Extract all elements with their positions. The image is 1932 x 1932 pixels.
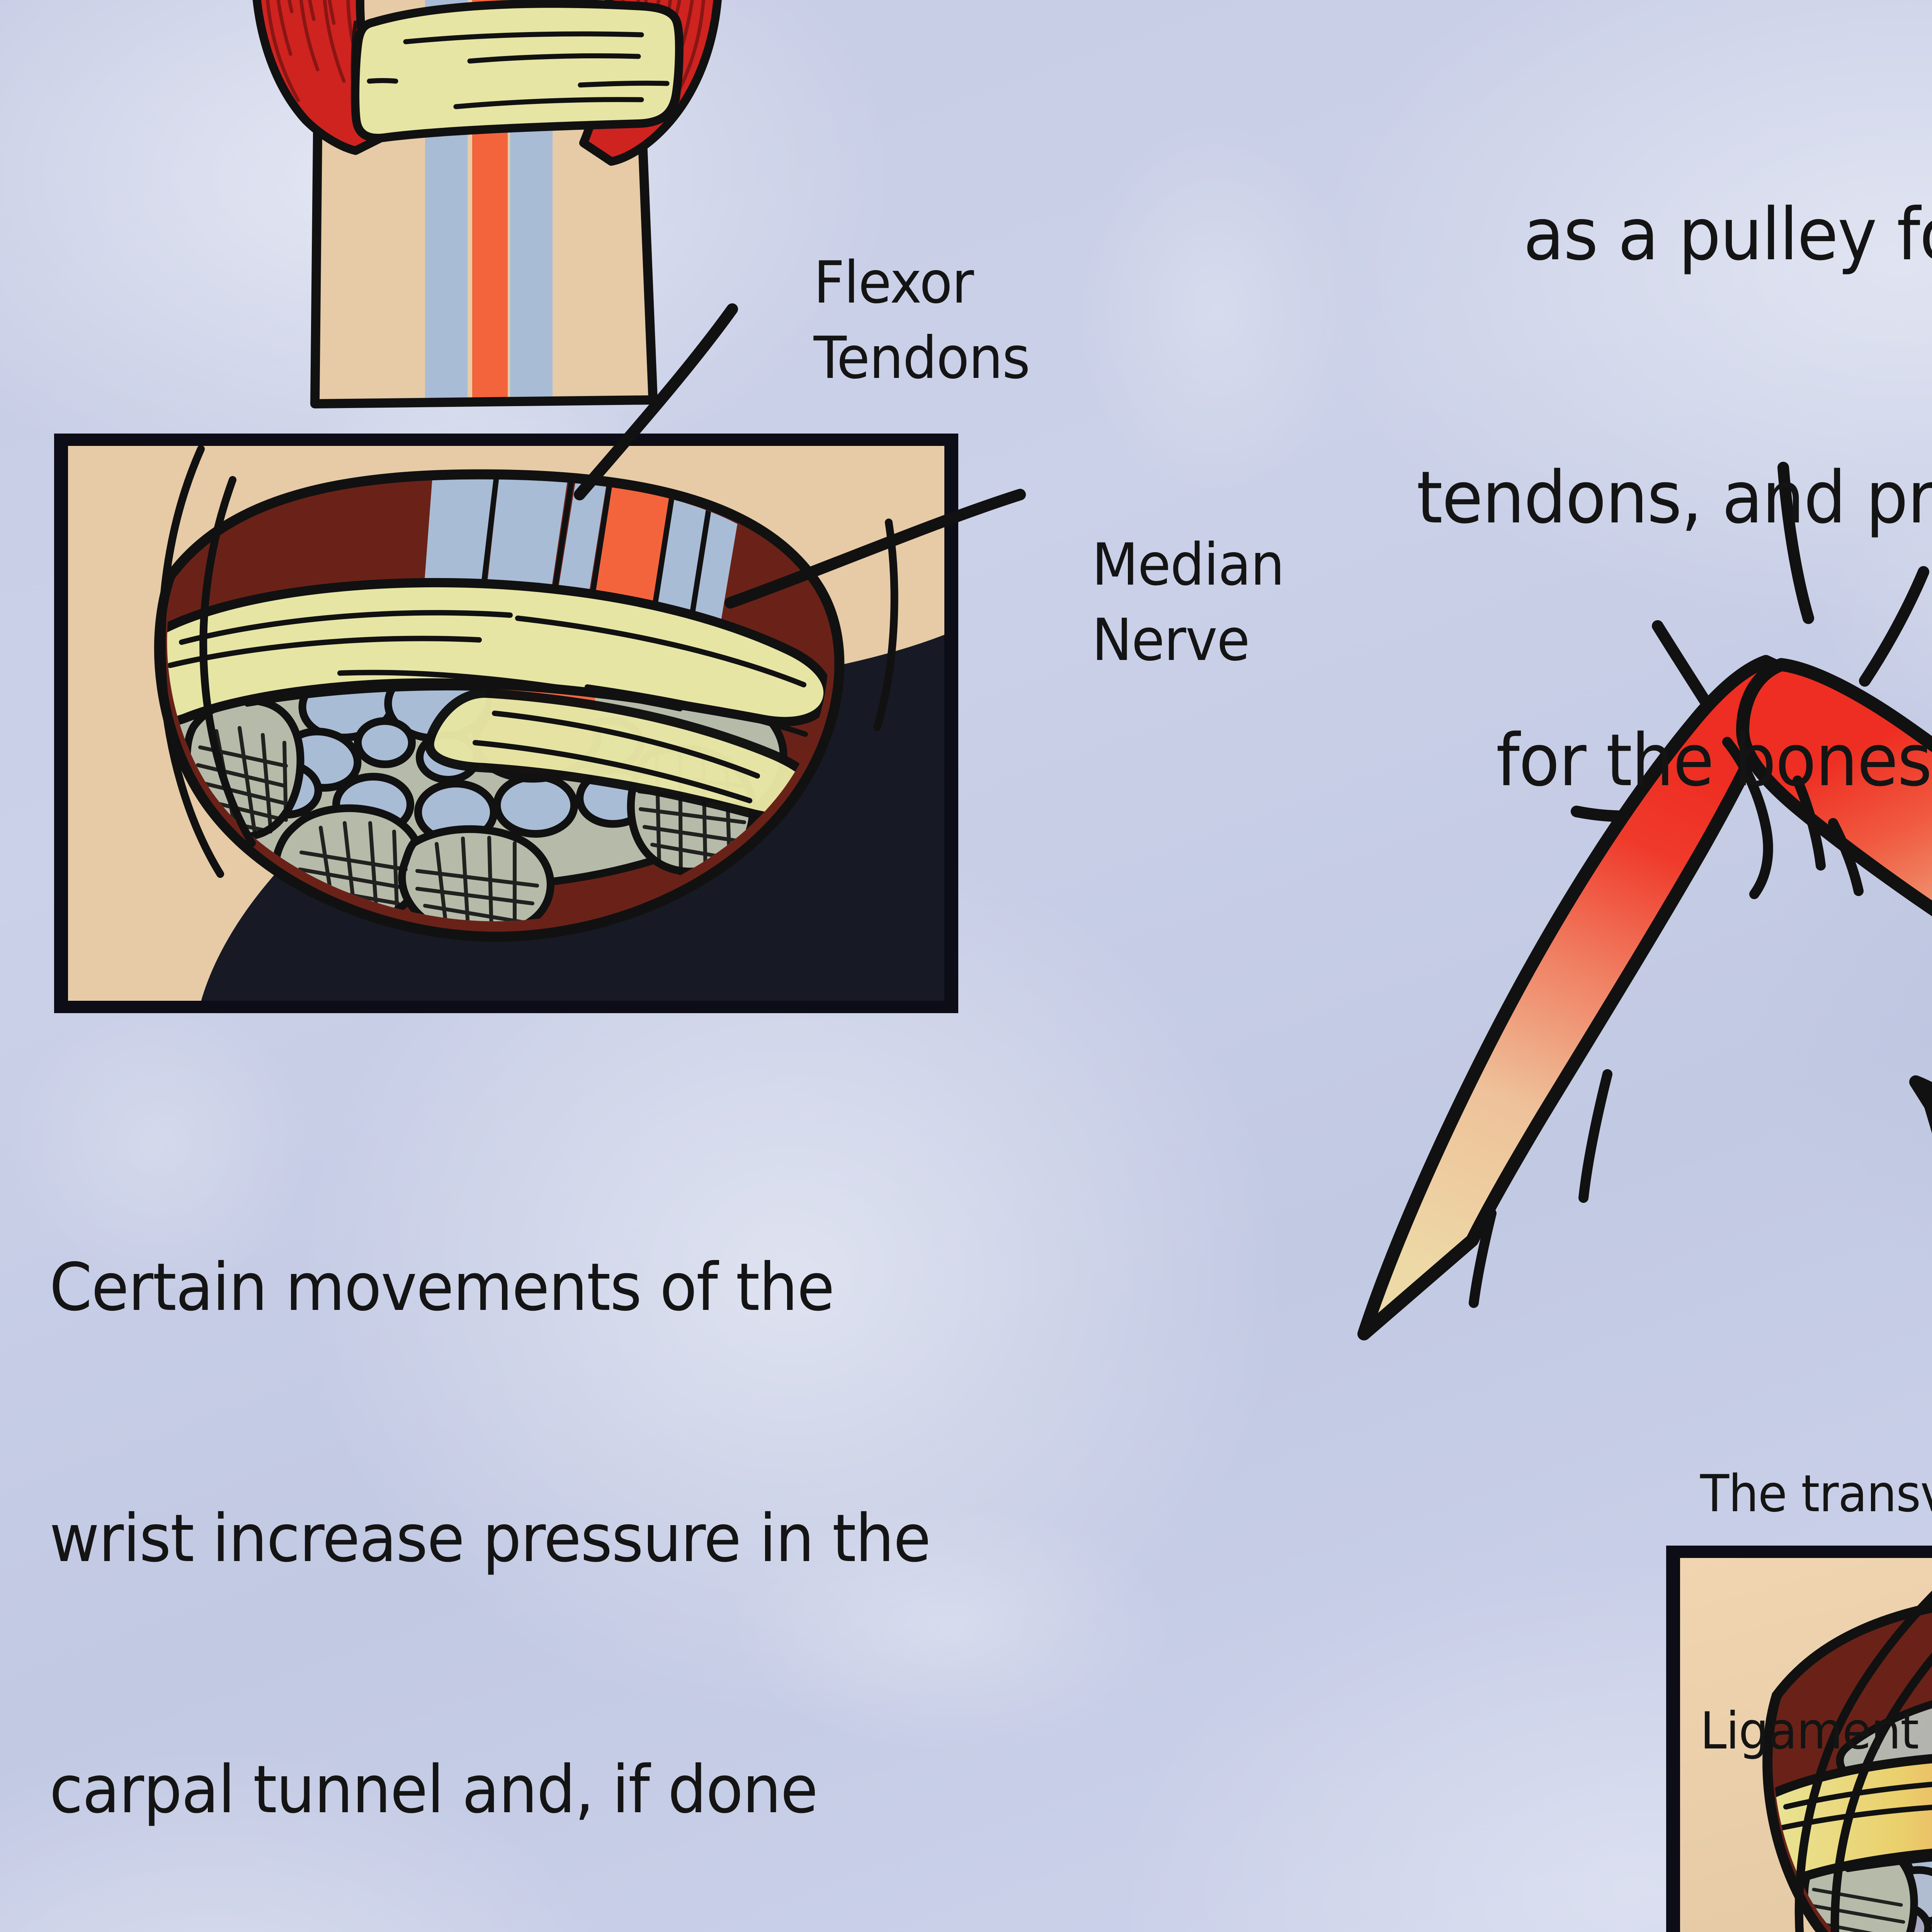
label-flexor-line-2: Tendons: [813, 325, 1031, 392]
body-paragraph: Certain movements of the wrist increase …: [49, 1078, 1243, 1932]
intro-paragraph: as a pulley for the flexor tendons, and …: [1385, 15, 1932, 980]
label-median-line-2: Nerve: [1092, 607, 1250, 674]
figure-forearm-ligament: [139, 0, 835, 491]
caption-line-2: Ligament compresses the: [1700, 1701, 1919, 1761]
intro-line-2: tendons, and provides stability: [1416, 455, 1932, 539]
label-median-line-1: Median: [1092, 531, 1285, 599]
figure-bent-wrist-pain: [1325, 425, 1932, 1368]
label-flexor-tendons: Flexor Tendons: [748, 170, 1071, 471]
body-line-2: wrist increase pressure in the: [49, 1500, 931, 1577]
label-median-nerve: Median Nerve: [1026, 452, 1349, 753]
label-flexor-line-1: Flexor: [813, 249, 974, 316]
caption-compression: The transverse Carpal Ligament compresse…: [1700, 1296, 1932, 1932]
caption-line-1: The transverse Carpal: [1700, 1464, 1932, 1524]
intro-line-3: for the bones in the hand.: [1496, 718, 1932, 803]
figure-cross-section-compressed: [1666, 1546, 1932, 1932]
intro-line-1: as a pulley for the flexor: [1523, 192, 1932, 276]
caption-line-3: median nerve: [1700, 1929, 1932, 1932]
figure-cross-section-normal: [54, 434, 958, 1013]
body-line-3: carpal tunnel and, if done: [49, 1752, 818, 1828]
body-line-1: Certain movements of the: [49, 1249, 835, 1326]
